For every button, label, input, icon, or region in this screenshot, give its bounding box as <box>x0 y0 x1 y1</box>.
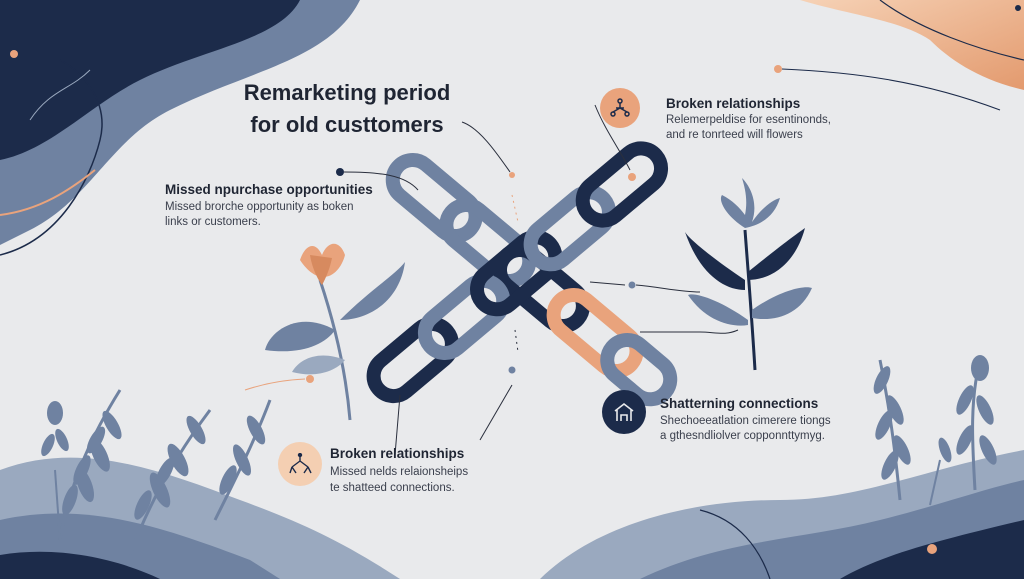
broken-chain <box>366 141 678 407</box>
network-tree-icon <box>600 88 640 128</box>
top-right-line-2: and re tonrteed will flowers <box>666 129 803 141</box>
title-line-2: for old custtomers <box>250 112 444 137</box>
top-right-line-1: Relemerpeldise for esentinonds, <box>666 114 831 126</box>
right-heading: Shatterning connections <box>660 396 819 411</box>
left-line-2: links or customers. <box>165 216 261 228</box>
bottom-line-2: te shatteed connections. <box>330 482 455 494</box>
left-foliage <box>41 389 272 556</box>
bottom-line-1: Missed nelds relaionsheips <box>330 466 469 478</box>
house-diagram-icon <box>602 390 646 434</box>
bottom-heading: Broken relationships <box>330 446 465 461</box>
right-flower <box>685 178 812 371</box>
left-heading: Missed npurchase opportunities <box>165 182 373 197</box>
broken-link-icon <box>278 442 322 486</box>
right-line-2: a gthesndliolver copponnttymyg. <box>660 430 825 442</box>
connector-lines <box>244 104 739 456</box>
left-flower <box>265 243 405 421</box>
top-right-blob <box>800 0 1024 90</box>
right-foliage <box>873 355 997 506</box>
title-line-1: Remarketing period <box>243 80 451 105</box>
left-line-1: Missed brorche opportunity as boken <box>165 201 354 213</box>
top-right-heading: Broken relationships <box>666 96 801 111</box>
top-left-blob-dark <box>0 0 300 160</box>
right-line-1: Shechoeeatlation cimerere tiongs <box>660 415 831 427</box>
